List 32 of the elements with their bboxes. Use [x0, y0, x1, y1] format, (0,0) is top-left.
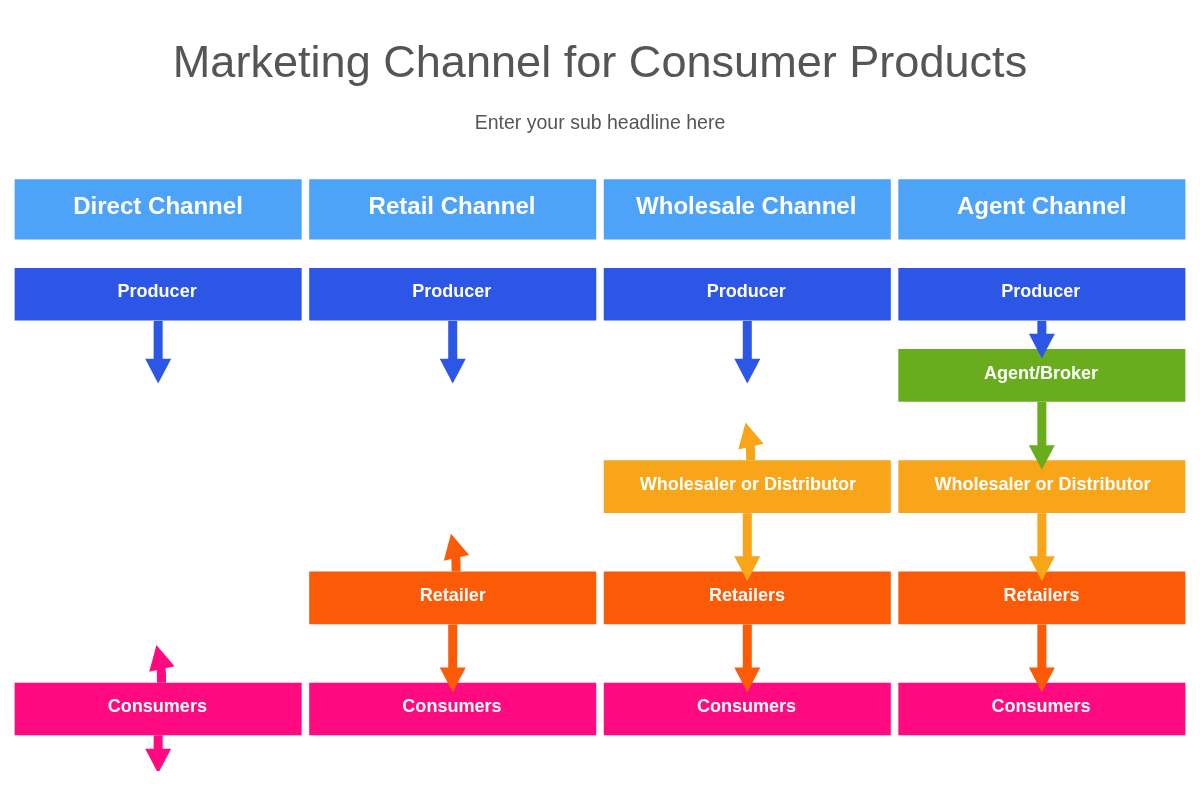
node-box: Direct Channel: [14, 179, 302, 240]
arrow: [1028, 513, 1055, 582]
arrow: [738, 422, 764, 461]
node-box: Wholesaler or Distributor: [603, 460, 891, 513]
arrow: [439, 624, 466, 693]
node-box: Retail Channel: [309, 179, 597, 240]
arrow: [439, 320, 466, 384]
node-box: Retailer: [309, 571, 597, 625]
arrow: [734, 624, 761, 693]
arrow: [1028, 624, 1055, 693]
node-box: Consumers: [603, 682, 891, 736]
node-box: Producer: [309, 267, 597, 321]
node-box: Retailers: [898, 571, 1186, 625]
node-box: Retailers: [603, 571, 891, 625]
label: Enter your sub headline here: [474, 110, 726, 133]
node-box: Agent/Broker: [898, 349, 1186, 402]
arrow: [734, 320, 761, 384]
diagram-title: Marketing Channel for Consumer Products: [172, 36, 1028, 88]
node-box: Consumers: [309, 682, 597, 736]
arrow: [149, 644, 175, 683]
node-box: Consumers: [14, 682, 302, 736]
node-box: Producer: [898, 267, 1186, 321]
arrow: [145, 320, 172, 384]
arrow: [1028, 402, 1055, 470]
node-box: Agent Channel: [898, 179, 1186, 240]
node-box: Wholesaler or Distributor: [898, 460, 1186, 513]
node-box: Producer: [14, 267, 302, 321]
arrow: [734, 513, 761, 582]
arrow: [443, 533, 470, 572]
node-box: Consumers: [898, 682, 1186, 736]
node-box: Wholesale Channel: [603, 179, 891, 240]
node-box: Producer: [603, 267, 891, 321]
